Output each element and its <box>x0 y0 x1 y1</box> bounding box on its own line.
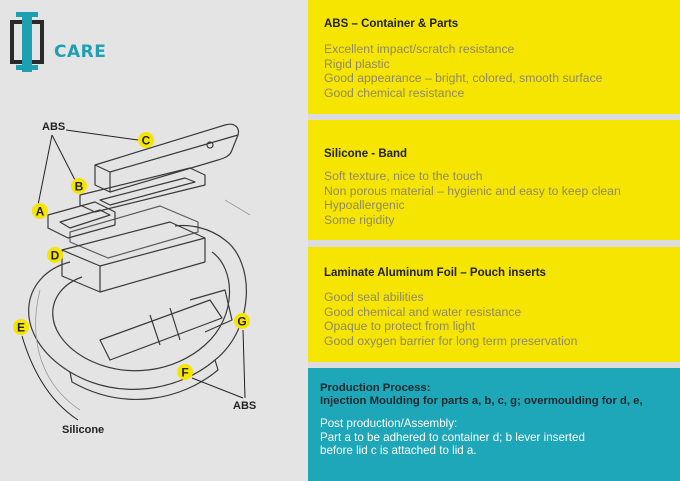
logo-mark-icon <box>10 12 44 72</box>
abs-line-2: Rigid plastic <box>324 56 390 71</box>
foil-panel-title: Laminate Aluminum Foil – Pouch inserts <box>324 267 546 279</box>
process-panel: Production Process: Injection Moulding f… <box>308 368 680 481</box>
foil-line-3: Opaque to protect from light <box>324 319 476 333</box>
silicone-panel: Silicone - Band Soft texture, nice to th… <box>308 120 680 240</box>
foil-line-1: Good seal abilities <box>324 290 424 304</box>
process-title: Production Process: <box>320 382 431 394</box>
svg-text:D: D <box>51 249 60 263</box>
silicone-line-2: Non porous material – hygienic and easy … <box>324 183 621 198</box>
svg-text:B: B <box>75 180 84 194</box>
abs-line-1: Excellent impact/scratch resistance <box>324 42 515 56</box>
post-production-line-1: Part a to be adhered to container d; b l… <box>320 430 585 444</box>
badge-g: G <box>234 313 250 329</box>
svg-text:C: C <box>142 134 151 148</box>
abs-panel: ABS – Container & Parts Excellent impact… <box>308 0 680 114</box>
badge-c: C <box>138 132 154 148</box>
silicone-line-1: Soft texture, nice to the touch <box>324 169 483 183</box>
badge-e: E <box>13 319 29 335</box>
process-subtitle: Injection Moulding for parts a, b, c, g;… <box>320 395 643 407</box>
svg-text:F: F <box>181 366 188 380</box>
svg-text:G: G <box>237 315 246 329</box>
care-logo: CARE <box>10 12 130 72</box>
foil-panel: Laminate Aluminum Foil – Pouch inserts G… <box>308 247 680 362</box>
badge-a: A <box>32 203 48 219</box>
brand-name: CARE <box>54 42 107 62</box>
abs-line-4: Good chemical resistance <box>324 85 465 100</box>
svg-text:A: A <box>36 205 45 219</box>
abs-top-label: ABS <box>42 121 66 133</box>
silicone-line-4: Some rigidity <box>324 212 395 227</box>
svg-text:E: E <box>17 321 25 335</box>
bracelet-sketch: A B C D E F G <box>13 123 251 421</box>
badge-f: F <box>177 364 193 380</box>
silicone-line-3: Hypoallergenic <box>324 198 405 212</box>
abs-bottom-label: ABS <box>233 400 257 412</box>
abs-line-3: Good appearance – bright, colored, smoot… <box>324 71 603 85</box>
badge-b: B <box>71 178 87 194</box>
sketch-area <box>0 0 308 481</box>
abs-panel-title: ABS – Container & Parts <box>324 18 459 30</box>
post-production-line-2: before lid c is attached to lid a. <box>320 444 477 457</box>
foil-line-4: Good oxygen barrier for long term preser… <box>324 333 578 348</box>
badge-d: D <box>47 247 63 263</box>
foil-line-2: Good chemical and water resistance <box>324 304 522 319</box>
post-production-title: Post production/Assembly: <box>320 417 458 430</box>
silicone-panel-title: Silicone - Band <box>324 148 408 160</box>
silicone-label: Silicone <box>62 424 105 436</box>
